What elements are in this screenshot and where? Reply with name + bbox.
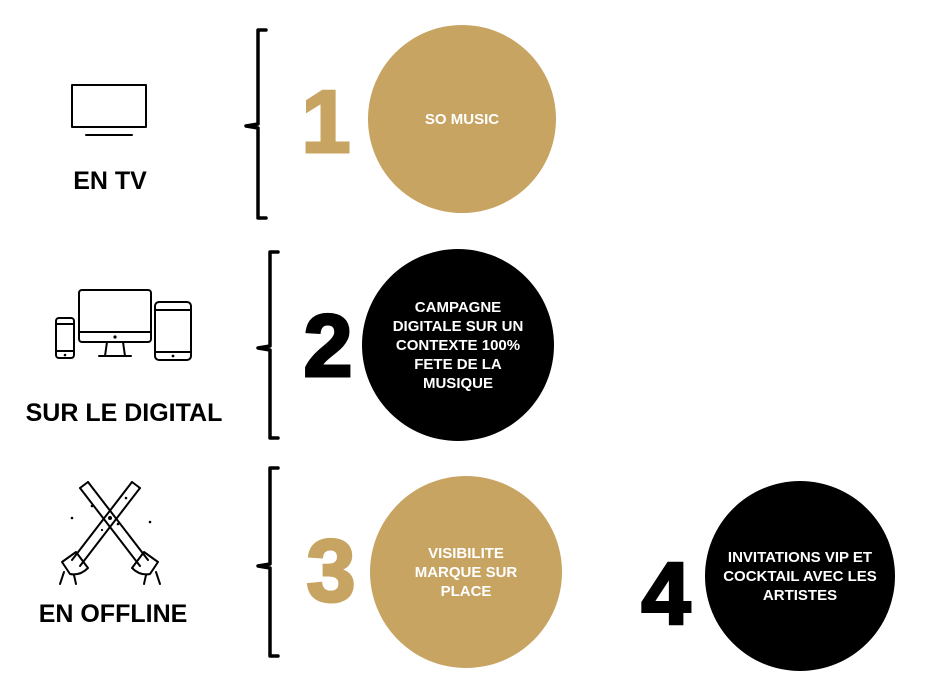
spotlights-icon <box>59 481 161 585</box>
bubble-text: SO MUSIC <box>424 110 500 128</box>
bubble-campagne-digitale: CAMPAGNE DIGITALE SUR UN CONTEXTE 100% F… <box>362 249 554 441</box>
step-number-1: 1 <box>300 72 352 171</box>
step-number-4: 4 <box>640 544 692 643</box>
step-number-2: 2 <box>302 296 354 395</box>
section-label-offline: EN OFFLINE <box>38 600 188 628</box>
section-label-tv: EN TV <box>73 167 147 195</box>
bubble-so-music: SO MUSIC <box>368 25 556 213</box>
bracket-digital <box>256 250 280 440</box>
bracket-tv <box>244 28 268 220</box>
bubble-text: INVITATIONS VIP ET COCKTAIL AVEC LES ART… <box>723 548 877 604</box>
bubble-text: VISIBILITE MARQUE SUR PLACE <box>414 544 518 600</box>
bracket-offline <box>256 466 280 658</box>
tv-icon <box>71 84 147 136</box>
section-label-digital: SUR LE DIGITAL <box>25 399 223 427</box>
devices-icon <box>55 289 192 361</box>
step-number-3: 3 <box>305 521 357 620</box>
bubble-invitations-vip: INVITATIONS VIP ET COCKTAIL AVEC LES ART… <box>705 481 895 671</box>
bubble-text: CAMPAGNE DIGITALE SUR UN CONTEXTE 100% F… <box>392 298 524 392</box>
bubble-visibilite: VISIBILITE MARQUE SUR PLACE <box>370 476 562 668</box>
